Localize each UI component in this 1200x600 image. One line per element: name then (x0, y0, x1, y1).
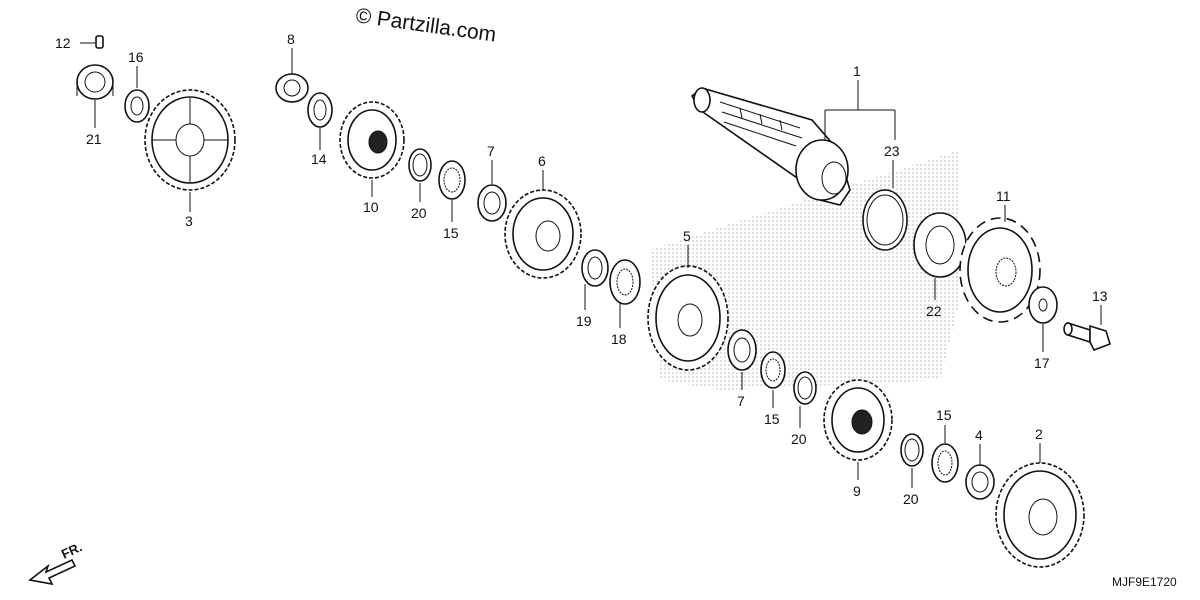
callout-5: 5 (683, 228, 691, 244)
callout-20b: 20 (791, 431, 807, 447)
front-direction-label: FR. (59, 539, 84, 561)
part-6-gear[interactable] (504, 189, 582, 279)
callout-20a: 20 (411, 205, 427, 221)
callout-17: 17 (1034, 355, 1050, 371)
part-15-splined-washer-a[interactable] (438, 160, 466, 200)
part-5-gear[interactable] (647, 265, 729, 371)
callout-1: 1 (853, 63, 861, 79)
part-12-dowel-pin[interactable] (95, 35, 104, 49)
callout-14: 14 (311, 151, 327, 167)
part-20-circlip-b[interactable] (793, 371, 817, 405)
part-15-splined-washer-c[interactable] (931, 443, 959, 483)
callout-12: 12 (55, 35, 71, 51)
part-7-needle-bearing-b[interactable] (727, 329, 757, 371)
part-7-needle-bearing-a[interactable] (477, 184, 507, 222)
callout-8: 8 (287, 31, 295, 47)
part-16-washer[interactable] (124, 89, 150, 123)
callout-20c: 20 (903, 491, 919, 507)
callout-9: 9 (853, 483, 861, 499)
diagram-code: MJF9E1720 (1112, 575, 1177, 589)
callout-4: 4 (975, 427, 983, 443)
part-20-circlip-c[interactable] (900, 433, 924, 467)
callout-19: 19 (576, 313, 592, 329)
callout-7a: 7 (487, 143, 495, 159)
callout-22: 22 (926, 303, 942, 319)
part-11-drive-sprocket[interactable] (959, 217, 1041, 323)
callout-13: 13 (1092, 288, 1108, 304)
callout-18: 18 (611, 331, 627, 347)
part-13-bolt[interactable] (1063, 321, 1111, 352)
callout-11: 11 (996, 188, 1011, 204)
callout-15a: 15 (443, 225, 459, 241)
callout-15c: 15 (936, 407, 952, 423)
watermark: © Partzilla.com (354, 4, 497, 46)
callout-6: 6 (538, 153, 546, 169)
callout-7b: 7 (737, 393, 745, 409)
callout-16: 16 (128, 49, 144, 65)
part-1-mainshaft[interactable] (690, 87, 851, 206)
callout-23: 23 (884, 143, 900, 159)
callout-10: 10 (363, 199, 379, 215)
part-23-circlip[interactable] (862, 189, 908, 251)
part-15-splined-washer-b[interactable] (760, 351, 786, 389)
front-direction-arrow-icon (28, 558, 77, 586)
part-20-circlip-a[interactable] (408, 148, 432, 182)
callout-3: 3 (185, 213, 193, 229)
part-10-gear[interactable] (339, 101, 405, 179)
part-17-washer[interactable] (1028, 286, 1058, 324)
part-21-needle-bearing[interactable] (76, 64, 114, 100)
part-9-gear[interactable] (823, 379, 893, 461)
part-22-oil-seal[interactable] (913, 212, 967, 278)
part-14-washer[interactable] (307, 92, 333, 128)
callout-21: 21 (86, 131, 102, 147)
part-18-splined-washer[interactable] (609, 259, 641, 305)
part-19-lock-washer[interactable] (581, 249, 609, 287)
part-3-gear[interactable] (144, 89, 236, 191)
part-4-bushing[interactable] (965, 464, 995, 500)
callout-15b: 15 (764, 411, 780, 427)
part-2-gear[interactable] (995, 462, 1085, 568)
part-8-needle-bearing[interactable] (275, 73, 309, 103)
callout-2: 2 (1035, 426, 1043, 442)
